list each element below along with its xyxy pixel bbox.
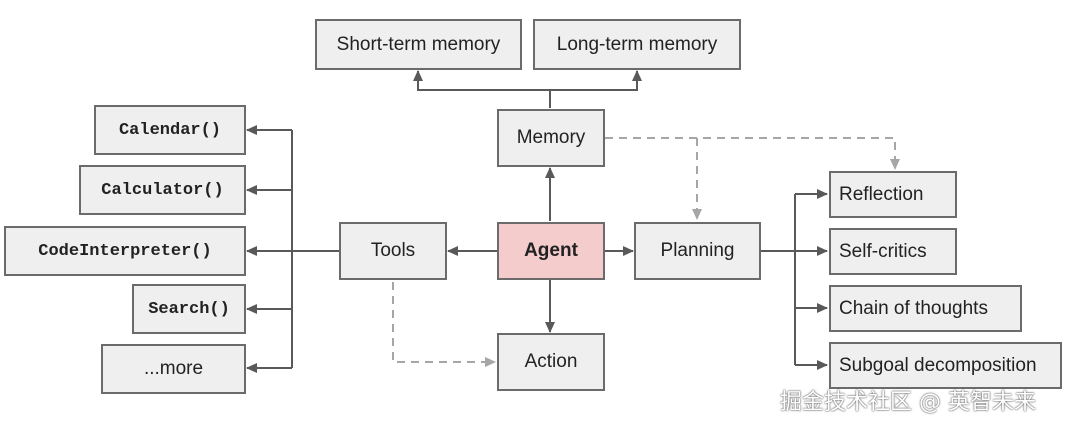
subgoal-decomposition-node: Subgoal decomposition bbox=[829, 342, 1062, 389]
tools-node: Tools bbox=[339, 222, 447, 280]
short-term-memory-node: Short-term memory bbox=[315, 19, 522, 70]
chain-of-thoughts-node: Chain of thoughts bbox=[829, 285, 1022, 332]
edge-memory-reflection-dashed bbox=[605, 137, 900, 170]
more-node: ...more bbox=[101, 344, 246, 394]
calendar-node: Calendar() bbox=[94, 105, 246, 155]
edge-memory-short-term bbox=[413, 70, 551, 108]
edge-memory-long-term bbox=[550, 70, 642, 91]
self-critics-node: Self-critics bbox=[829, 228, 957, 275]
calculator-node: Calculator() bbox=[79, 165, 246, 215]
long-term-memory-node: Long-term memory bbox=[533, 19, 741, 70]
code-interpreter-node: CodeInterpreter() bbox=[4, 226, 246, 276]
agent-node: Agent bbox=[497, 222, 605, 280]
action-node: Action bbox=[497, 333, 605, 391]
planning-node: Planning bbox=[634, 222, 761, 280]
memory-node: Memory bbox=[497, 109, 605, 167]
watermark: 掘金技术社区 @ 英智未来 bbox=[780, 390, 1036, 415]
edge-tools-action-dashed bbox=[392, 282, 496, 367]
reflection-node: Reflection bbox=[829, 171, 957, 218]
search-node: Search() bbox=[132, 284, 246, 334]
